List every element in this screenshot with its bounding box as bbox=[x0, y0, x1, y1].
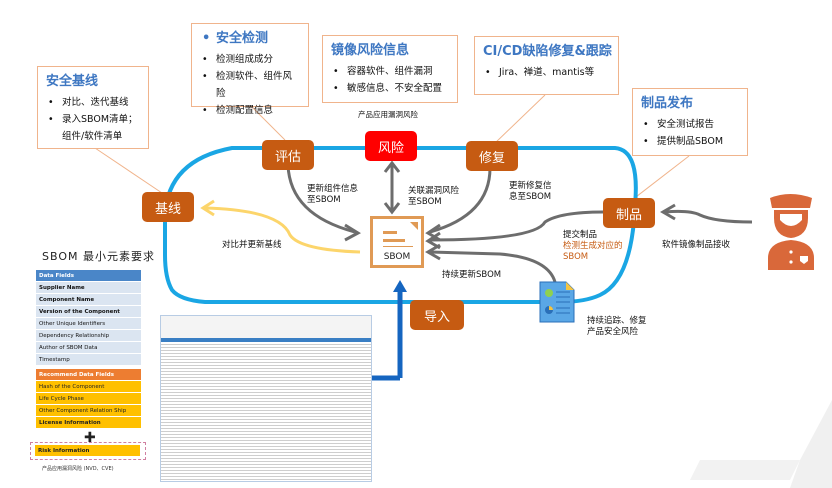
risk-information-group: Risk Information bbox=[30, 442, 146, 460]
node-fix[interactable]: 修复 bbox=[466, 141, 518, 171]
label-compare-baseline: 对比并更新基线 bbox=[222, 240, 282, 250]
sbom-spreadsheet-thumbnail bbox=[160, 315, 372, 482]
leader-line bbox=[631, 155, 690, 201]
inspector-person-icon bbox=[768, 194, 814, 270]
arrow-fix-to-sbom bbox=[429, 167, 492, 234]
arrow-artifact-to-sbom bbox=[429, 210, 604, 242]
label-submit-artifact: 提交制品 检测生成对应的 SBOM bbox=[563, 230, 623, 263]
callout-item: 检测组成成分 bbox=[200, 51, 300, 68]
arrow-assess-to-sbom bbox=[286, 164, 356, 234]
data-field-row: Supplier Name bbox=[36, 282, 141, 294]
risk-note: 产品应用漏洞风险 (NVD、CVE) bbox=[42, 466, 114, 472]
callout-image-risk: 镜像风险信息 容器软件、组件漏洞 敏感信息、不安全配置 bbox=[322, 35, 458, 103]
callout-title: 安全检测 bbox=[200, 30, 300, 48]
label-line: 关联漏洞风险 bbox=[408, 186, 460, 196]
label-line: 产品安全风险 bbox=[587, 327, 639, 337]
label-continuous-update: 持续更新SBOM bbox=[442, 270, 502, 280]
label-line: 检测生成对应的 bbox=[563, 241, 623, 251]
callout-title: 制品发布 bbox=[641, 96, 694, 111]
text-line-icon bbox=[383, 231, 397, 234]
sbom-requirements-title: SBOM 最小元素要求 bbox=[42, 250, 155, 263]
arrow-head bbox=[425, 223, 441, 242]
sheet-meta-area bbox=[161, 316, 371, 338]
risk-information-row: Risk Information bbox=[35, 445, 140, 457]
sbom-document[interactable]: SBOM bbox=[370, 216, 424, 268]
recommend-fields-header: Recommend Data Fields bbox=[36, 369, 141, 381]
label-line: 更新修复信 bbox=[509, 181, 552, 191]
callout-title: 镜像风险信息 bbox=[331, 43, 410, 58]
label-line: 更新组件信息 bbox=[307, 184, 359, 194]
leader-line bbox=[94, 147, 166, 196]
sheet-rows bbox=[161, 342, 371, 481]
arrow-head bbox=[200, 199, 215, 217]
callout-security-baseline: 安全基线 对比、迭代基线 录入SBOM清单；组件/软件清单 bbox=[37, 66, 149, 149]
node-risk[interactable]: 风险 bbox=[365, 131, 417, 161]
text-line-icon bbox=[383, 246, 413, 247]
label-line: SBOM bbox=[563, 252, 589, 262]
callout-item: 录入SBOM清单；组件/软件清单 bbox=[46, 111, 140, 145]
sheet-header-row bbox=[161, 338, 371, 342]
label-update-fix: 更新修复信 息至SBOM bbox=[509, 181, 552, 203]
bg-decoration bbox=[690, 460, 800, 480]
import-arrow-head bbox=[393, 280, 407, 292]
data-field-row: Component Name bbox=[36, 294, 141, 306]
sbom-label: SBOM bbox=[383, 252, 411, 262]
label-line: 至SBOM bbox=[408, 197, 442, 207]
data-field-row: Version of the Component bbox=[36, 306, 141, 318]
arrow-sbom-to-baseline bbox=[204, 206, 361, 254]
node-baseline[interactable]: 基线 bbox=[142, 192, 194, 222]
data-field-row: Dependency Relationship bbox=[36, 330, 141, 342]
recommend-field-row: License Information bbox=[36, 417, 141, 429]
data-field-row: Other Unique Identifiers bbox=[36, 318, 141, 330]
text-line-icon bbox=[383, 239, 405, 242]
recommend-field-row: Hash of the Component bbox=[36, 381, 141, 393]
callout-item: 对比、迭代基线 bbox=[46, 94, 140, 111]
callout-item: 安全测试报告 bbox=[641, 116, 739, 133]
label-line: 提交制品 bbox=[563, 230, 598, 240]
arrow-head bbox=[383, 160, 401, 173]
arrow-doc-to-sbom bbox=[429, 250, 557, 283]
arrow-head bbox=[344, 223, 362, 242]
recommend-field-row: Other Component Relation Ship bbox=[36, 405, 141, 417]
data-fields-header: Data Fields bbox=[36, 270, 141, 282]
arrow-head bbox=[383, 202, 401, 215]
callout-item: 容器软件、组件漏洞 bbox=[331, 63, 449, 80]
label-image-receive: 软件镜像制品接收 bbox=[662, 240, 731, 250]
data-fields-table: Data Fields Supplier Name Component Name… bbox=[36, 270, 141, 366]
data-field-row: Timestamp bbox=[36, 354, 141, 366]
label-product-vuln-risk: 产品应用漏洞风险 bbox=[358, 110, 418, 119]
document-icon bbox=[539, 281, 575, 323]
callout-security-detection: 安全检测 检测组成成分 检测软件、组件风险 检测配置信息 bbox=[191, 23, 309, 119]
callout-cicd-fix-tracking: CI/CD缺陷修复&跟踪 Jira、禅道、mantis等 bbox=[474, 36, 619, 95]
label-continuous-track: 持续追踪、修复 产品安全风险 bbox=[587, 316, 647, 338]
bg-decoration bbox=[790, 400, 832, 488]
label-update-component: 更新组件信息 至SBOM bbox=[307, 184, 358, 206]
label-line: 持续追踪、修复 bbox=[587, 316, 647, 326]
label-line: 至SBOM bbox=[307, 195, 341, 205]
callout-item: Jira、禅道、mantis等 bbox=[483, 64, 610, 81]
arrow-head bbox=[660, 203, 676, 221]
callout-item: 提供制品SBOM bbox=[641, 133, 739, 150]
recommend-field-row: Life Cycle Phase bbox=[36, 393, 141, 405]
recommend-fields-table: Recommend Data Fields Hash of the Compon… bbox=[36, 369, 141, 429]
callout-title: 安全基线 bbox=[46, 74, 99, 89]
label-link-vuln: 关联漏洞风险 至SBOM bbox=[408, 186, 459, 208]
arrow-head bbox=[425, 243, 441, 261]
callout-artifact-release: 制品发布 安全测试报告 提供制品SBOM bbox=[632, 88, 748, 156]
node-import[interactable]: 导入 bbox=[410, 300, 464, 330]
label-line: 息至SBOM bbox=[509, 192, 552, 202]
arrow-person-to-artifact bbox=[664, 209, 753, 224]
callout-item: 检测软件、组件风险 bbox=[200, 68, 300, 102]
plus-icon: ✚ bbox=[84, 430, 96, 446]
callout-item: 敏感信息、不安全配置 bbox=[331, 80, 449, 97]
page-corner-icon bbox=[410, 222, 418, 230]
node-artifact[interactable]: 制品 bbox=[603, 198, 655, 228]
node-assess[interactable]: 评估 bbox=[262, 140, 314, 170]
callout-item: 检测配置信息 bbox=[200, 102, 300, 119]
leader-line bbox=[492, 94, 546, 146]
callout-title: CI/CD缺陷修复&跟踪 bbox=[483, 44, 612, 59]
data-field-row: Author of SBOM Data bbox=[36, 342, 141, 354]
